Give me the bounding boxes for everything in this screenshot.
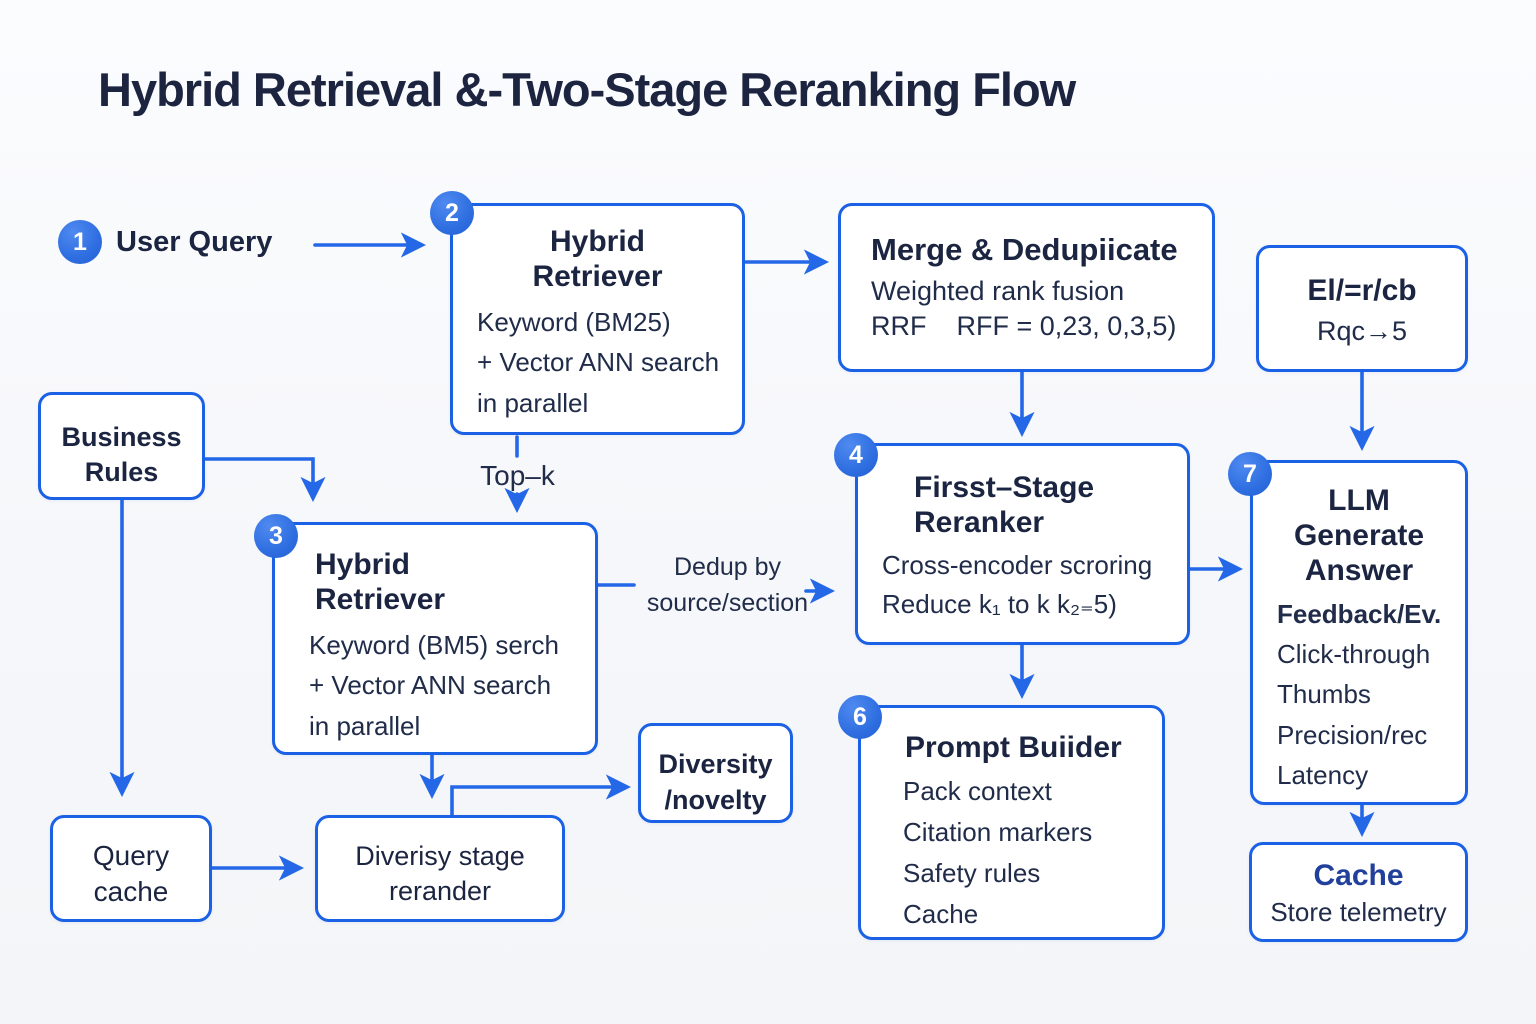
merge-dedup-node[interactable]: Merge & Dedupiicate Weighted rank fusion… bbox=[838, 203, 1215, 372]
business-rules-node[interactable]: Business Rules bbox=[38, 392, 205, 500]
query-cache-label: Query cache bbox=[92, 840, 170, 908]
step-badge-2: 2 bbox=[430, 191, 474, 235]
top-k-edge-label: Top–k bbox=[480, 460, 555, 491]
eval-node[interactable]: El/=r/cb Rqc→5 bbox=[1256, 245, 1468, 372]
first-stage-reranker-title: Firsst–Stage Reranker bbox=[914, 471, 1095, 540]
diversity-novelty-node[interactable]: Diversity /novelty bbox=[638, 723, 793, 823]
hybrid-retriever-mid-node[interactable]: Hybrid Retriever Keyword (BM5) serch+ Ve… bbox=[272, 522, 598, 755]
llm-generate-node[interactable]: LLM Generate Answer Feedback/Ev. Click-t… bbox=[1250, 460, 1468, 805]
first-stage-reranker-node[interactable]: Firsst–Stage Reranker Cross-encoder scro… bbox=[855, 443, 1190, 645]
llm-generate-feedback-line: Feedback/Ev. bbox=[1277, 599, 1442, 630]
diversity-novelty-label: Diversity /novelty bbox=[658, 749, 773, 816]
dedup-edge-label: Dedup by source/section bbox=[646, 553, 809, 618]
llm-generate-title: LLM Generate Answer bbox=[1293, 484, 1425, 588]
step-badge-3: 3 bbox=[254, 514, 298, 558]
step-badge-4: 4 bbox=[834, 433, 878, 477]
step-badge-7: 7 bbox=[1228, 452, 1272, 496]
diversity-stage-node[interactable]: Diverisy stage rerander bbox=[315, 815, 565, 922]
eval-line2: Rqc→5 bbox=[1316, 316, 1408, 346]
user-query-label: User Query bbox=[116, 226, 273, 258]
cache-telemetry-node[interactable]: Cache Store telemetry bbox=[1249, 842, 1468, 942]
first-stage-reranker-line2: Reduce k₁ to k k₂₌5) bbox=[882, 589, 1117, 620]
step-badge-1: 1 bbox=[58, 220, 102, 264]
cache-telemetry-subtitle: Store telemetry bbox=[1270, 897, 1447, 927]
step-badge-6: 6 bbox=[838, 695, 882, 739]
prompt-builder-title: Prompt Buiider bbox=[905, 731, 1122, 764]
hybrid-retriever-top-node[interactable]: Hybrid Retriever Keyword (BM25)+ Vector … bbox=[450, 203, 745, 435]
cache-telemetry-title: Cache bbox=[1313, 859, 1404, 892]
first-stage-reranker-line1: Cross-encoder scroring bbox=[882, 550, 1153, 581]
eval-line1: El/=r/cb bbox=[1307, 274, 1417, 307]
hybrid-retriever-mid-title: Hybrid Retriever bbox=[315, 548, 446, 617]
business-rules-label: Business Rules bbox=[61, 422, 182, 488]
diversity-stage-label: Diverisy stage rerander bbox=[355, 841, 525, 907]
query-cache-node[interactable]: Query cache bbox=[50, 815, 212, 922]
hybrid-retriever-top-title: Hybrid Retriever bbox=[532, 225, 663, 294]
page-title: Hybrid Retrieval &-Two-Stage Reranking F… bbox=[98, 63, 1076, 116]
merge-dedup-title: Merge & Dedupiicate bbox=[871, 232, 1178, 267]
